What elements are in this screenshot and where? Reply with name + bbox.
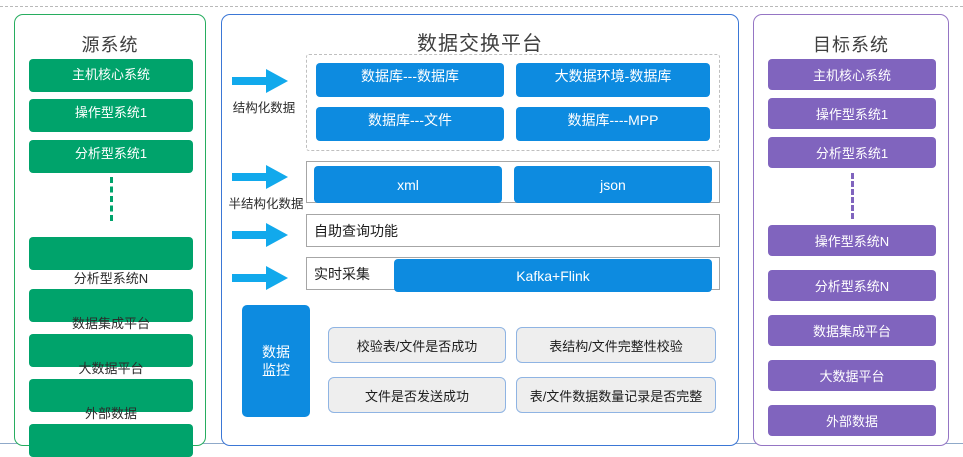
target-system-panel: 目标系统 主机核心系统 操作型系统1 分析型系统1 操作型系统N 分析型系统N … (753, 14, 949, 446)
arrow-semistructured-icon (232, 165, 292, 189)
source-box-7[interactable] (29, 379, 193, 412)
source-box-5[interactable] (29, 289, 193, 322)
monitor-check-1[interactable]: 校验表/文件是否成功 (328, 327, 506, 363)
source-label-4: 分析型系统N (73, 271, 149, 286)
arrow-structured-label: 结构化数据 (232, 101, 296, 115)
source-box-1[interactable] (29, 59, 193, 92)
source-box-3[interactable] (29, 140, 193, 173)
source-box-6[interactable] (29, 334, 193, 367)
arrow-selfquery-icon (232, 223, 292, 247)
realtime-box-kafka-flink[interactable]: Kafka+Flink (394, 259, 712, 292)
selfquery-group (306, 214, 720, 247)
data-monitor-box[interactable]: 数据 监控 (242, 305, 310, 417)
source-box-8[interactable] (29, 424, 193, 457)
source-system-panel: 源系统 主机核心系统 操作型系统1 分析型系统1 分析型系统N 数据集成平台 大… (14, 14, 206, 457)
source-dashed-connector (110, 177, 113, 221)
structured-box-2[interactable]: 大数据环境-数据库 (516, 63, 710, 97)
exchange-panel-title: 数据交换平台 (417, 33, 543, 55)
structured-box-4[interactable]: 数据库----MPP (516, 107, 710, 141)
target-box-5[interactable] (768, 270, 936, 301)
monitor-check-4[interactable]: 表/文件数据数量记录是否完整 (516, 377, 716, 413)
structured-box-1[interactable]: 数据库---数据库 (316, 63, 504, 97)
target-panel-title: 目标系统 (813, 35, 889, 55)
target-box-2[interactable] (768, 98, 936, 129)
monitor-check-3[interactable]: 文件是否发送成功 (328, 377, 506, 413)
structured-box-3[interactable]: 数据库---文件 (316, 107, 504, 141)
target-box-7[interactable] (768, 360, 936, 391)
page-guide-top (0, 6, 963, 7)
source-panel-title: 源系统 (81, 35, 139, 55)
arrow-realtime-icon (232, 266, 292, 290)
target-box-1[interactable] (768, 59, 936, 90)
monitor-check-2[interactable]: 表结构/文件完整性校验 (516, 327, 716, 363)
source-box-2[interactable] (29, 99, 193, 132)
target-dashed-connector (851, 173, 854, 219)
semistructured-box-json[interactable]: json (514, 166, 712, 203)
arrow-structured-icon (232, 69, 292, 93)
realtime-label: 实时采集 (314, 265, 370, 282)
data-monitor-line2: 监控 (262, 362, 290, 378)
data-monitor-line1: 数据 (262, 344, 290, 360)
source-box-4[interactable] (29, 237, 193, 270)
arrow-semistructured-label: 半结构化数据 (228, 197, 304, 211)
target-box-6[interactable] (768, 315, 936, 346)
semistructured-box-xml[interactable]: xml (314, 166, 502, 203)
selfquery-label: 自助查询功能 (314, 222, 398, 239)
exchange-platform-panel: 数据交换平台 结构化数据 数据库---数据库 大数据环境-数据库 数据库---文… (221, 14, 739, 446)
target-box-8[interactable] (768, 405, 936, 436)
target-box-3[interactable] (768, 137, 936, 168)
target-box-4[interactable] (768, 225, 936, 256)
